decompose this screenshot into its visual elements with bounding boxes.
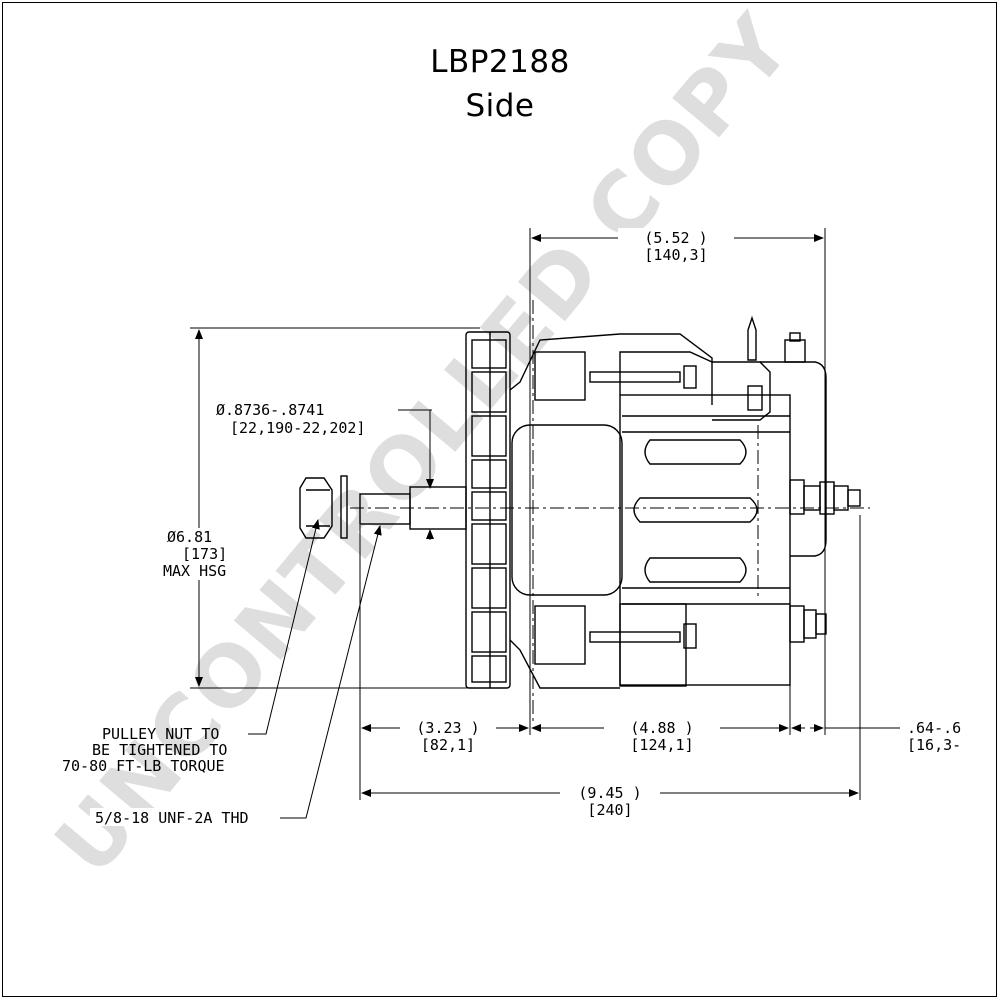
- dim-overall-body-metric: [140,3]: [644, 246, 707, 264]
- dim-housing-diameter-label: Ø6.81: [167, 528, 212, 546]
- fan-pulley: [465, 331, 511, 689]
- note-pulley-nut: PULLEY NUT TO BE TIGHTENED TO 70-80 FT-L…: [62, 519, 320, 775]
- dim-housing-diameter-note: MAX HSG: [163, 562, 226, 580]
- center-lines: [350, 300, 870, 725]
- view-subtitle: Side: [465, 88, 535, 124]
- part-number-title: LBP2188: [430, 44, 570, 80]
- dim-overall-length: (9.45 ) [240]: [361, 783, 859, 819]
- dim-overall-body: (5.52 ) [140,3]: [531, 228, 824, 264]
- dim-overall-length-label: (9.45 ): [578, 784, 641, 802]
- note-pulley-nut-line-2: BE TIGHTENED TO: [92, 741, 227, 759]
- dim-overall-length-metric: [240]: [587, 801, 632, 819]
- dim-pulley-to-face-label: (3.23 ): [416, 719, 479, 737]
- dim-terminal-stud-label: .64-.6: [907, 719, 961, 737]
- note-thread-label: 5/8-18 UNF-2A THD: [95, 809, 249, 827]
- dim-body-length-metric: [124,1]: [630, 736, 693, 754]
- dim-body-length-label: (4.88 ): [630, 719, 693, 737]
- dim-row-lengths: (3.23 ) [82,1] (4.88 ) [124,1] .64-.6 [1…: [361, 718, 961, 754]
- extension-lines: [190, 228, 861, 800]
- note-pulley-nut-line-1: PULLEY NUT TO: [102, 725, 219, 743]
- note-pulley-nut-line-3: 70-80 FT-LB TORQUE: [62, 757, 225, 775]
- dim-shaft-diameter: Ø.8736-.8741 [22,190-22,202]: [216, 401, 434, 540]
- dim-housing-diameter-metric: [173]: [182, 545, 227, 563]
- dim-shaft-diameter-label: Ø.8736-.8741: [216, 401, 324, 419]
- dim-overall-body-label: (5.52 ): [644, 229, 707, 247]
- dim-pulley-to-face-metric: [82,1]: [421, 736, 475, 754]
- dim-housing-diameter: Ø6.81 [173] MAX HSG: [160, 329, 240, 687]
- dim-terminal-stud-metric: [16,3-: [907, 736, 961, 754]
- alternator-body: [299, 315, 861, 689]
- dim-shaft-diameter-metric: [22,190-22,202]: [230, 419, 365, 437]
- note-thread: 5/8-18 UNF-2A THD: [90, 525, 382, 827]
